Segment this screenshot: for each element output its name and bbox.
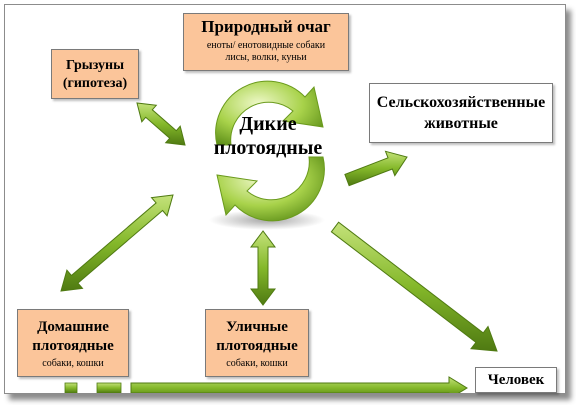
domestic-carnivores-box: Домашние плотоядные собаки, кошки [17, 309, 129, 377]
wild-carnivores-line-1: Дикие [239, 113, 297, 135]
arrow-wild-domestic [60, 194, 174, 292]
domestic-sub: собаки, кошки [42, 358, 104, 369]
natural-focus-line-1: еноты/ енотовидные собаки [206, 40, 326, 51]
farm-animals-line-2: животные [424, 115, 498, 132]
arrow-wild-human [330, 221, 498, 352]
arrow-wild-farm [344, 150, 408, 187]
arrow-wild-rodents [136, 102, 186, 146]
street-line-2: плотоядные [216, 338, 298, 354]
rodents-line-1: Грызуны [65, 58, 125, 73]
human-box: Человек [475, 367, 557, 393]
arrows-layer [60, 102, 498, 393]
farm-animals-line-1: Сельскохозяйственные [376, 94, 546, 111]
domestic-line-1: Домашние [37, 319, 109, 335]
natural-focus-title: Природный очаг [201, 17, 331, 36]
rodents-line-2: (гипотеза) [62, 76, 128, 91]
diagram-frame: Природный очаг еноты/ енотовидные собаки… [4, 4, 566, 394]
street-carnivores-box: Уличные плотоядные собаки, кошки [205, 309, 309, 377]
dash-segment [64, 382, 78, 393]
human-title: Человек [487, 372, 545, 388]
domestic-line-2: плотоядные [32, 338, 114, 354]
rodents-box: Грызуны (гипотеза) [51, 49, 139, 99]
cycle-icon [209, 80, 325, 230]
arrow-domestic-human [130, 376, 468, 393]
street-line-1: Уличные [226, 319, 288, 335]
natural-focus-line-2: лисы, волки, куньи [225, 52, 307, 63]
farm-animals-box: Сельскохозяйственные животные [369, 83, 553, 143]
arrow-wild-street [250, 230, 276, 306]
street-sub: собаки, кошки [226, 358, 288, 369]
dash-segment [96, 382, 122, 393]
wild-carnivores-label: Дикие плотоядные [193, 112, 343, 160]
wild-carnivores-line-2: плотоядные [213, 137, 323, 159]
diagram-canvas [60, 80, 498, 393]
natural-focus-box: Природный очаг еноты/ енотовидные собаки… [183, 13, 349, 71]
